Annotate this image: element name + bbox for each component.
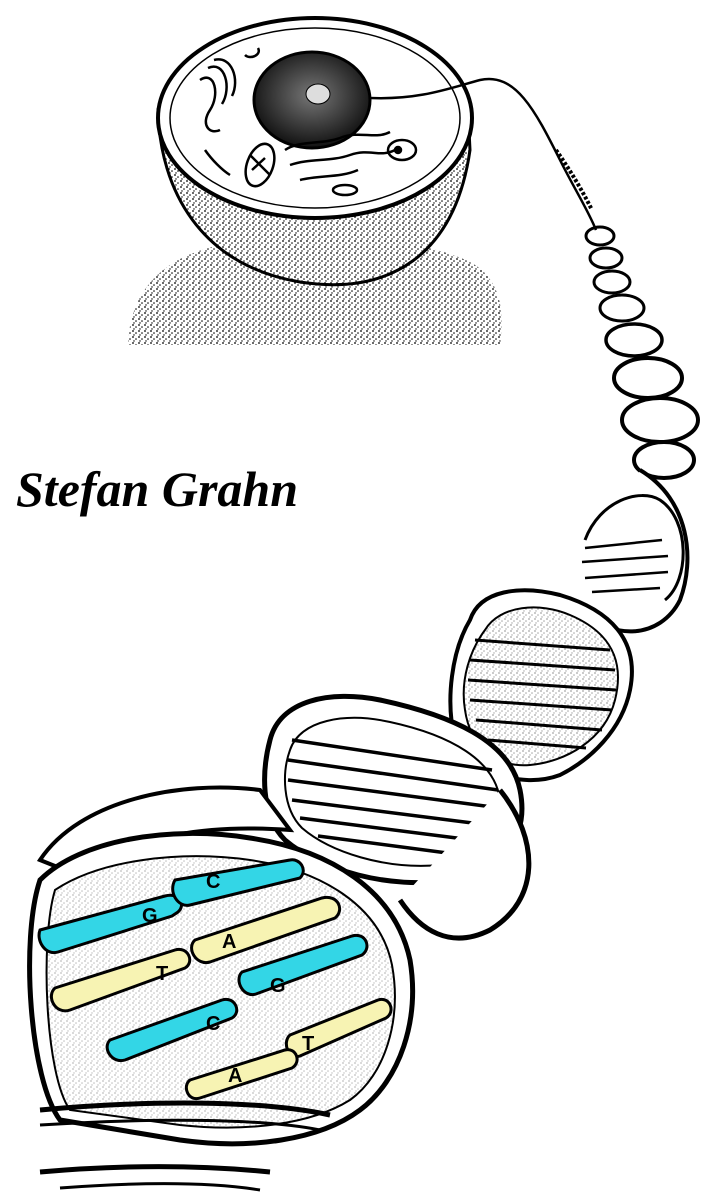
base-letter-c-1: C xyxy=(206,871,220,893)
base-letter-t-4: T xyxy=(302,1033,314,1055)
base-letter-g-3: G xyxy=(270,975,286,997)
base-letter-a-5: A xyxy=(228,1065,242,1087)
coiled-fiber xyxy=(556,150,698,478)
base-letter-c-3: C xyxy=(206,1013,220,1035)
author-name: Stefan Grahn xyxy=(16,462,298,517)
base-letter-a-2: A xyxy=(222,931,236,953)
base-pair-closeup: G C T A C G T A xyxy=(30,833,413,1190)
base-letter-t-2: T xyxy=(156,963,168,985)
base-letter-g-1: G xyxy=(142,905,158,927)
cell xyxy=(128,18,596,345)
